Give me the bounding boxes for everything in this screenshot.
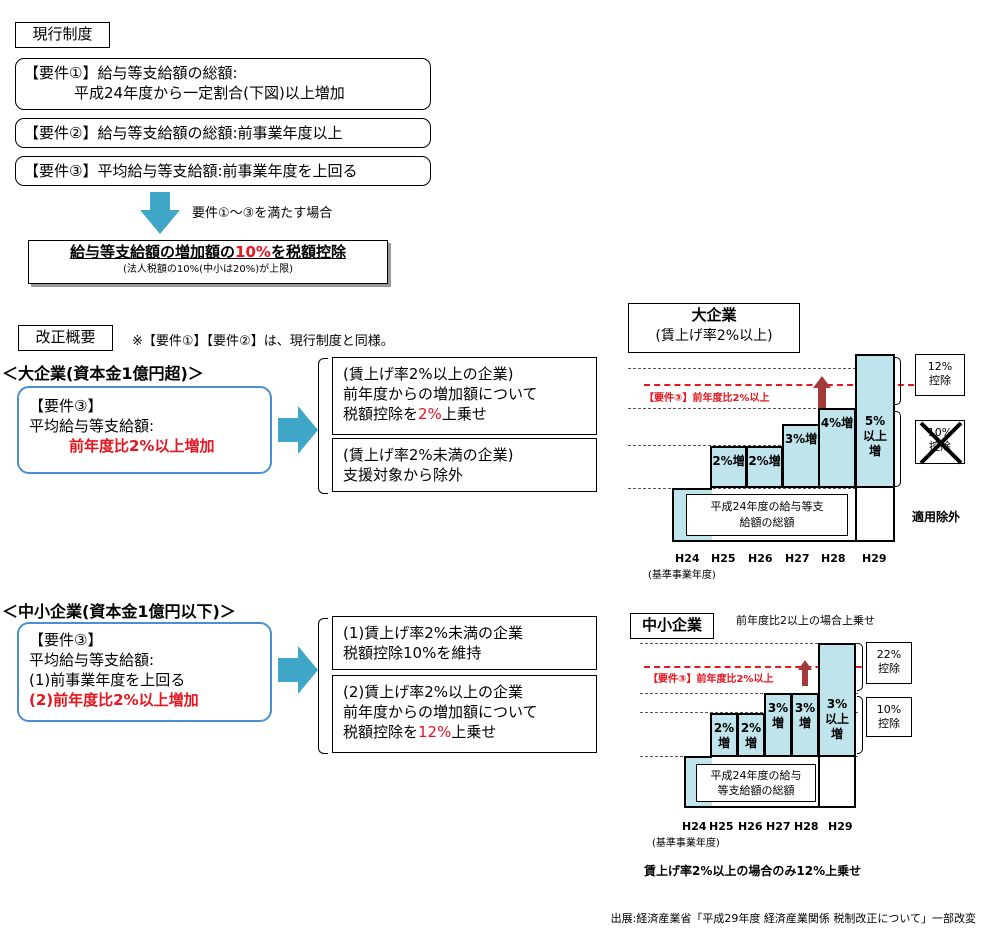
large-req-line1: 【要件③】 [29,397,103,415]
current-system-title: 現行制度 [15,22,110,48]
sme-result-brace [318,618,328,754]
large-chart-title-box: 大企業 (賃上げ率2%以上) [628,303,800,353]
reform-note: ※【要件①】【要件②】は、現行制度と同様。 [132,334,394,349]
sme-side-22pct: 22%控除 [866,642,912,684]
sme-res2-pre: 税額控除を [343,723,419,741]
sme-tick-h25: H25 [709,820,734,833]
cross-out-icon [919,421,963,465]
source-citation: 出展:経済産業省「平成29年度 経済産業関係 税制改正について」一部改変 [610,912,976,925]
sme-bar-h29: 3%以上増 [818,643,856,757]
large-tick-h26: H26 [748,552,773,565]
large-bar-h28: 4%増 [818,408,856,488]
right-arrow-icon [278,406,318,454]
sme-tick-h29: H29 [828,820,853,833]
large-tick-h28: H28 [821,552,846,565]
down-arrow-icon [140,192,180,234]
sme-result-1-box: (1)賃上げ率2%未満の企業 税額控除10%を維持 [332,616,597,670]
sme-bar-h26: 2%増 [737,713,765,757]
sme-base-label: 平成24年度の給与 等支給額の総額 [696,764,816,802]
large-res1-pct: 2% [418,405,442,423]
result-percent: 10% [235,243,271,261]
large-requirement-line [644,384,914,386]
sme-res1-line2: 税額控除10%を維持 [343,644,482,662]
sme-bar-h25: 2%増 [710,713,738,757]
large-req-line2: 平均給与等支給額: [29,417,155,435]
large-bar-h27: 3%増 [782,424,820,488]
sme-tick-h24: H24 [682,820,707,833]
sme-req-line2: 平均給与等支給額: [29,651,155,669]
sme-chart-subtitle: 前年度比2以上の場合上乗せ [736,614,875,627]
large-tick-h29: H29 [862,552,887,565]
sme-req-line3: (1)前事業年度を上回る [29,671,186,689]
large-res1-line2: 前年度からの増加額について [343,385,538,403]
result-note: (法人税額の10%(中小は20%)が上限) [122,264,294,275]
large-res1-post: 上乗せ [441,405,487,423]
sme-res1-line1: (1)賃上げ率2%未満の企業 [343,624,524,642]
arrow-condition-note: 要件①～③を満たす場合 [192,206,333,221]
requirement-1-line2: 平成24年度から一定割合(下図)以上増加 [74,84,345,102]
sme-chart-footer: 賃上げ率2%以上の場合のみ12%上乗せ [644,864,862,878]
sme-res2-line1: (2)賃上げ率2%以上の企業 [343,683,524,701]
large-res1-line1: (賃上げ率2%以上の企業) [343,365,514,383]
sme-requirement-3-box: 【要件③】 平均給与等支給額: (1)前事業年度を上回る (2)前年度比2%以上… [17,622,272,722]
sme-axis-note: (基準事業年度) [652,838,720,849]
large-bar-h29: 5%以上増 [855,354,895,488]
requirement-1-line1: 【要件①】給与等支給額の総額: [24,64,238,82]
up-arrow-icon [798,660,812,686]
sme-chart-title: 中小企業 [630,613,714,639]
reform-title: 改正概要 [18,325,113,351]
sme-tick-h27: H27 [766,820,791,833]
large-bar-h25: 2%増 [710,446,747,488]
large-result-brace [318,358,328,494]
sme-bar-h27: 3%増 [764,693,792,757]
sme-bar-h28: 3%増 [791,693,819,757]
large-res1-pre: 税額控除を [343,405,419,423]
large-company-heading: ＜大企業(資本金1億円超)＞ [2,364,204,383]
large-res2-line2: 支援対象から除外 [343,466,464,484]
result-text-pre: 給与等支給額の増加額の [70,243,236,261]
large-chart-title: 大企業 [691,306,737,324]
result-text-post: を税額控除 [270,243,346,261]
sme-res2-pct: 12% [418,723,452,741]
sme-bar-h29-label: 3%以上増 [824,697,849,741]
large-result-1-box: (賃上げ率2%以上の企業) 前年度からの増加額について 税額控除を2%上乗せ [332,357,597,435]
large-tick-h25: H25 [711,552,736,565]
large-req-line3: 前年度比2%以上増加 [69,437,215,455]
large-excluded-label: 適用除外 [912,510,961,524]
large-chart-subtitle: (賃上げ率2%以上) [655,328,773,344]
sme-req-line1: 【要件③】 [29,631,103,649]
sme-res2-line2: 前年度からの増加額について [343,703,538,721]
large-requirement-3-box: 【要件③】 平均給与等支給額: 前年度比2%以上増加 [17,386,272,474]
sme-tick-h28: H28 [794,820,819,833]
large-tick-h27: H27 [785,552,810,565]
large-res2-line1: (賃上げ率2%未満の企業) [343,446,514,464]
sme-requirement-label: 【要件③】前年度比2%以上 [648,670,774,685]
requirement-2-box: 【要件②】給与等支給額の総額:前事業年度以上 [15,118,431,148]
large-requirement-label: 【要件③】前年度比2%以上 [644,389,770,404]
sme-requirement-line [644,666,892,668]
right-arrow-icon [278,646,318,694]
sme-side-10pct: 10%控除 [866,697,912,737]
sme-req-line4: (2)前年度比2%以上増加 [29,691,199,709]
sme-res2-post: 上乗せ [451,723,497,741]
large-result-2-box: (賃上げ率2%未満の企業) 支援対象から除外 [332,438,597,492]
sme-result-2-box: (2)賃上げ率2%以上の企業 前年度からの増加額について 税額控除を12%上乗せ [332,675,597,753]
current-result-box: 給与等支給額の増加額の10%を税額控除 (法人税額の10%(中小は20%)が上限… [28,240,388,284]
large-base-label: 平成24年度の給与等支 給額の総額 [686,494,848,536]
large-bar-h29-label: 5%以上増 [862,414,887,458]
up-arrow-icon [813,376,831,408]
large-tick-h24: H24 [675,552,700,565]
sme-heading: ＜中小企業(資本金1億円以下)＞ [2,602,236,621]
requirement-3-box: 【要件③】平均給与等支給額:前事業年度を上回る [15,156,431,186]
requirement-1-box: 【要件①】給与等支給額の総額: 平成24年度から一定割合(下図)以上増加 [15,58,431,110]
sme-tick-h26: H26 [738,820,763,833]
large-axis-note: (基準事業年度) [648,570,716,581]
large-side-12pct: 12%控除 [915,354,965,396]
large-bar-h26: 2%増 [746,446,783,488]
